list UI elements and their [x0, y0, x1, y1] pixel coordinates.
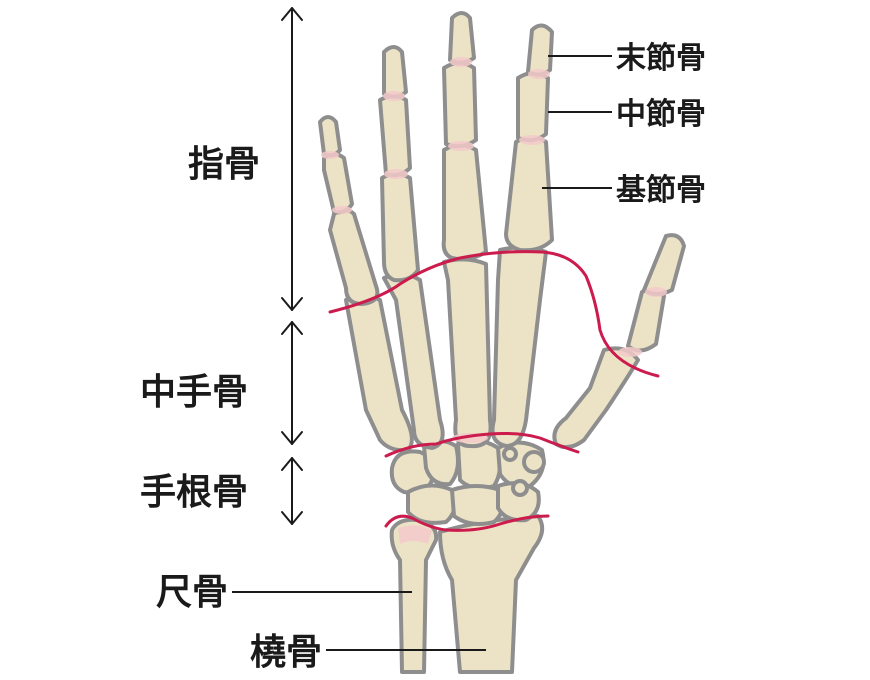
joint-tint: [618, 347, 642, 357]
carpal-detail: [511, 479, 529, 497]
index-distal-phalanx: [526, 23, 554, 77]
pisiform-bone: [522, 450, 546, 474]
distal-phalanx-label: 末節骨: [616, 41, 706, 76]
middle-middle-phalanx: [442, 61, 478, 149]
joint-tint: [528, 69, 550, 79]
metacarpals-carpals-boundary: [384, 432, 580, 458]
joint-tint: [384, 169, 408, 179]
middle-proximal-phalanx: [441, 143, 488, 262]
radius-label: 橈骨: [250, 632, 322, 673]
carpals-range-arrow: [281, 457, 303, 525]
joint-tint: [321, 151, 339, 159]
pinky-distal-phalanx: [318, 115, 342, 158]
radius-bone: [438, 514, 545, 674]
index-middle-phalanx: [516, 71, 550, 143]
phalanx-bones: [318, 11, 686, 353]
phalanges-range-arrow: [281, 7, 303, 311]
phalanges-label: 指骨: [188, 144, 260, 185]
joint-tint: [519, 135, 545, 145]
proximal-phalanx-label: 基節骨: [616, 173, 706, 208]
carpal-bones: [389, 438, 546, 526]
thumb-proximal-phalanx: [626, 287, 666, 353]
carpal-detail: [502, 446, 518, 462]
ulna-label: 尺骨: [156, 572, 228, 613]
pinky-proximal-phalanx: [328, 208, 380, 306]
joint-tint: [332, 206, 352, 214]
boundary-lines: [328, 250, 660, 532]
thumb-distal-phalanx: [642, 233, 686, 296]
middle-distal-phalanx: [448, 11, 476, 65]
ring-distal-phalanx: [382, 45, 408, 99]
metacarpal-middle: [442, 257, 493, 449]
carpal-bone: [450, 484, 505, 526]
joint-tint: [450, 57, 472, 67]
index-proximal-phalanx: [504, 135, 554, 253]
metacarpals-range-arrow: [281, 321, 303, 445]
joint-tint: [383, 91, 405, 101]
metacarpal-index: [490, 245, 548, 448]
pinky-middle-phalanx: [322, 152, 354, 215]
phalanges-metacarpals-boundary: [328, 250, 660, 378]
carpals-label: 手根骨: [140, 472, 248, 513]
carpals-forearm-boundary: [384, 514, 550, 532]
middle-phalanx-label: 中節骨: [616, 97, 706, 132]
metacarpals-label: 中手骨: [140, 372, 248, 413]
joint-tint: [448, 141, 474, 151]
forearm-bones: [389, 514, 545, 674]
ulna-joint-tint: [398, 525, 432, 544]
carpal-bone: [406, 483, 457, 525]
ring-proximal-phalanx: [380, 172, 420, 283]
joint-tint: [645, 287, 667, 297]
carpal-bone: [456, 438, 503, 490]
ring-middle-phalanx: [378, 94, 412, 178]
ulna-bone: [389, 517, 439, 674]
